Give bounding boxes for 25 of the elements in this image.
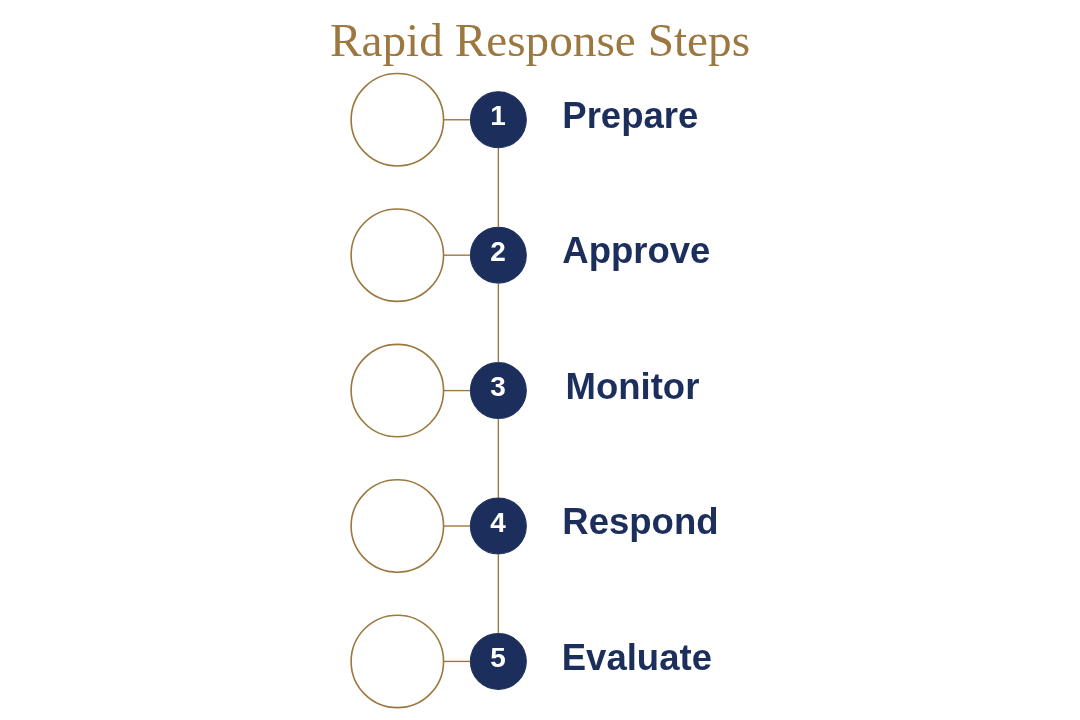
node-circle: 3 [469,361,527,419]
connector [497,552,500,634]
node-label: Approve [562,229,711,271]
connector [497,282,500,363]
node-circle [350,72,445,167]
diagram-title: Rapid Response Steps [329,13,751,65]
connector [497,146,500,228]
connector [443,254,471,256]
node-circle: 1 [469,90,527,148]
node-circle [350,343,445,438]
node-circle: 2 [469,226,527,284]
connector [443,524,471,527]
connector [497,417,500,499]
node-label: Prepare [562,94,699,136]
connector [443,118,471,120]
connector [443,389,471,391]
node-label: Evaluate [561,636,712,678]
node-circle [350,207,445,302]
node-label: Respond [562,500,719,542]
node-label: Monitor [565,365,700,407]
node-circle: 4 [469,497,527,554]
node-circle [350,613,445,708]
node-circle: 5 [469,632,527,690]
node-circle [350,478,445,573]
connector [443,660,471,662]
